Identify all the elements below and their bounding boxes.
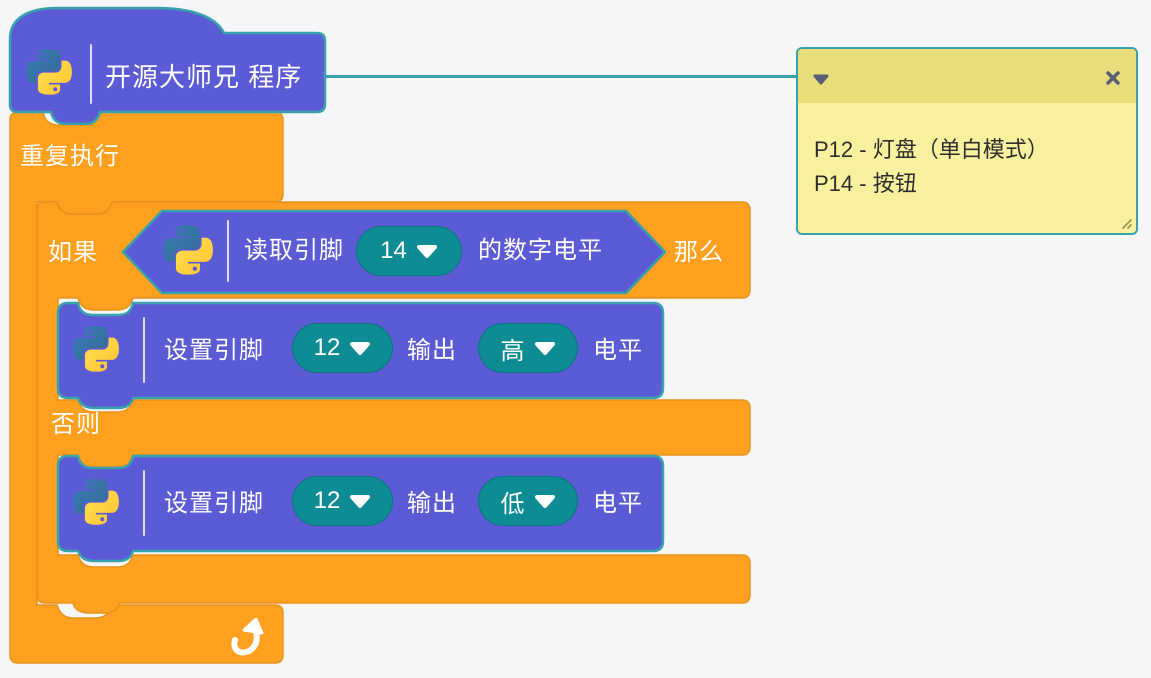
close-icon [1106, 71, 1120, 85]
hat-block[interactable]: 开源大师兄 程序 [8, 5, 328, 125]
level-dropdown-low[interactable]: 低 [478, 476, 578, 526]
chevron-down-icon [350, 342, 371, 355]
comment-note[interactable]: P12 - 灯盘（单白模式） P14 - 按钮 [796, 47, 1138, 235]
comment-line-1: P12 - 灯盘（单白模式） [814, 137, 1049, 162]
pin-dropdown-14[interactable]: 14 [356, 226, 462, 276]
pin-dropdown-12[interactable]: 12 [292, 476, 393, 526]
chevron-down-icon [534, 495, 555, 508]
comment-connector-line [324, 75, 798, 78]
set-pin-high-block[interactable]: 设置引脚 12 输出 高 电平 [56, 298, 668, 416]
pin-dropdown-value: 12 [313, 334, 341, 361]
divider [143, 317, 145, 383]
comment-line-2: P14 - 按钮 [814, 171, 917, 196]
chevron-down-icon [534, 342, 555, 355]
comment-close-button[interactable] [1104, 69, 1122, 87]
comment-resize-handle[interactable] [1118, 215, 1133, 230]
resize-grip-icon [1122, 219, 1132, 229]
loop-arrow-icon [231, 618, 264, 656]
forever-label: 重复执行 [20, 143, 120, 170]
read-pin-condition-block[interactable]: 读取引脚 14 的数字电平 [120, 208, 668, 296]
collapse-triangle-icon [813, 74, 829, 85]
python-logo-icon [73, 479, 119, 525]
chevron-down-icon [350, 495, 371, 508]
pin-dropdown-value: 14 [380, 237, 407, 264]
divider [143, 470, 145, 536]
set-pin-label: 设置引脚 [164, 337, 264, 364]
level-dropdown-value: 低 [500, 490, 525, 518]
output-label: 输出 [407, 337, 457, 364]
read-pin-prefix-label: 读取引脚 [244, 237, 344, 264]
set-pin-low-block[interactable]: 设置引脚 12 输出 低 电平 [56, 451, 668, 569]
else-label: 否则 [51, 411, 101, 438]
if-else-block[interactable]: 如果 那么 否则 [35, 198, 753, 618]
comment-text[interactable]: P12 - 灯盘（单白模式） P14 - 按钮 [798, 103, 1136, 201]
pin-dropdown-value: 12 [313, 487, 341, 514]
then-label: 那么 [674, 239, 724, 266]
python-logo-icon [163, 225, 213, 275]
python-logo-icon [73, 326, 119, 372]
output-label: 输出 [407, 490, 457, 517]
comment-header [798, 49, 1136, 103]
if-label: 如果 [48, 239, 98, 266]
chevron-down-icon [416, 245, 437, 258]
python-logo-icon [26, 49, 72, 95]
level-dropdown-high[interactable]: 高 [478, 323, 578, 373]
level-dropdown-value: 高 [500, 337, 525, 365]
hat-label: 开源大师兄 程序 [105, 62, 303, 92]
comment-collapse-button[interactable] [812, 73, 830, 85]
forever-block[interactable]: 重复执行 [8, 110, 288, 666]
pin-dropdown-12[interactable]: 12 [292, 323, 393, 373]
divider [90, 44, 92, 104]
read-pin-suffix-label: 的数字电平 [478, 237, 603, 264]
set-pin-label: 设置引脚 [164, 490, 264, 517]
level-label: 电平 [593, 490, 643, 517]
level-label: 电平 [593, 337, 643, 364]
divider [227, 220, 229, 282]
